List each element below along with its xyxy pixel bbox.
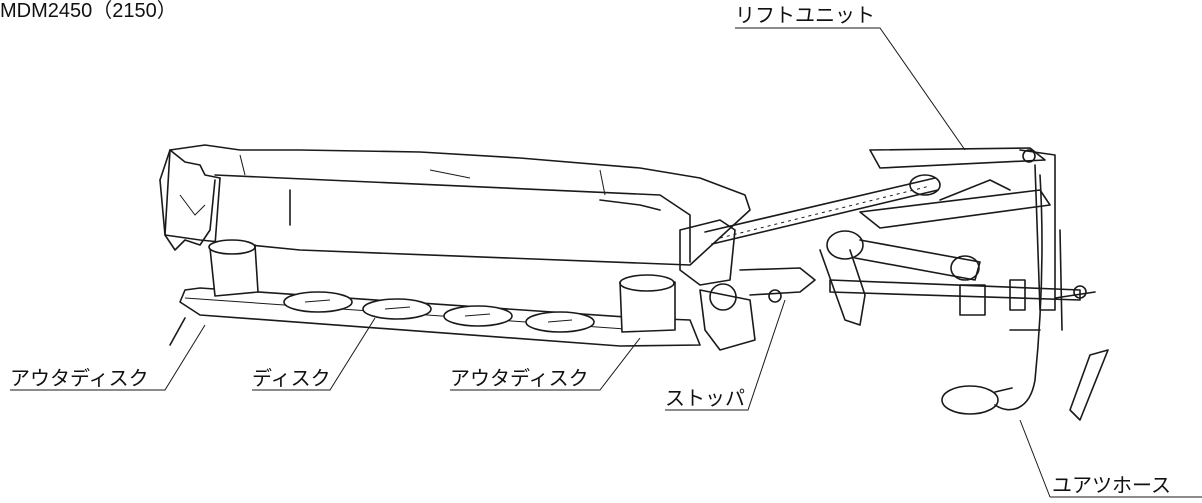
leader-hose bbox=[1019, 419, 1202, 498]
outer-disc-drums bbox=[208, 239, 676, 333]
spring-linkage bbox=[704, 174, 941, 245]
leader-lift-unit bbox=[735, 27, 966, 151]
pto-shaft bbox=[819, 230, 1026, 326]
leader-stopper bbox=[665, 299, 786, 411]
label-stopper: ストッパ bbox=[665, 386, 745, 410]
leader-lines bbox=[10, 27, 1202, 498]
label-outer-disc-right: アウタディスク bbox=[450, 366, 589, 390]
gearbox bbox=[679, 219, 816, 351]
hitch bbox=[1009, 229, 1109, 421]
label-hydraulic-hose: ユアツホース bbox=[1052, 473, 1171, 497]
discs bbox=[283, 291, 595, 333]
label-disc: ディスク bbox=[252, 366, 331, 390]
leader-outer-disc-right bbox=[450, 337, 641, 391]
leader-disc bbox=[252, 317, 376, 391]
leader-outer-disc-left bbox=[10, 324, 206, 391]
label-outer-disc-left: アウタディスク bbox=[10, 366, 149, 390]
label-lift-unit: リフトユニット bbox=[735, 3, 875, 27]
hose-drawing bbox=[941, 174, 1043, 415]
main-frame bbox=[829, 147, 1081, 311]
model-title: MDM2450（2150） bbox=[0, 0, 177, 22]
